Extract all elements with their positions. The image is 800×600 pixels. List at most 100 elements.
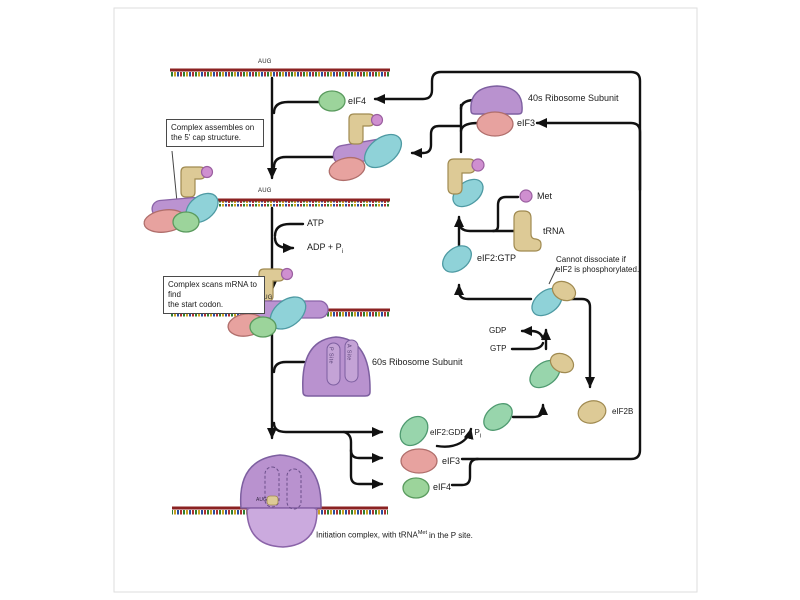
merge-gtp-in [510, 341, 545, 351]
arrow-release-eif2gdp [272, 421, 384, 437]
met-ball-free [519, 189, 533, 203]
p-site-slot [326, 342, 341, 386]
eif4-released-label: eIF4 [433, 482, 452, 492]
atp-label: ATP [307, 218, 324, 228]
eif3-released-label: eIF3 [442, 456, 461, 466]
eif3-blob [328, 156, 366, 182]
merge-atp [273, 222, 305, 238]
adp-pi-label: ADP + Pi [307, 243, 343, 255]
a-site-label: A Site [345, 344, 352, 361]
scanning-complex [227, 267, 329, 338]
pi-subscript: i [479, 433, 482, 440]
note-pointers [171, 150, 558, 535]
eif2gtp-eif2b-complex [531, 280, 577, 317]
eif2-gdp-base: eIF2:GDP + P [430, 428, 480, 437]
merge-60s [272, 360, 306, 374]
scan-note-line2: the start codon. [168, 300, 224, 309]
met-ball [200, 165, 214, 179]
ribosome-40s-label: 40s Ribosome Subunit [528, 93, 619, 103]
eif2b-blob [549, 352, 575, 374]
eif4-blob-released [402, 477, 430, 499]
merge-trna [457, 219, 517, 233]
phospho-note: Cannot dissociate if eIF2 is phosphoryla… [556, 255, 668, 275]
eif2b-label: eIF2B [612, 407, 634, 416]
a-site-slot [344, 339, 359, 383]
eif2b-blob-free [577, 400, 607, 424]
eif2-blob [363, 133, 403, 169]
aug-label-4: AUG [256, 497, 267, 503]
ternary-complex [447, 158, 485, 208]
trna-in-p-site [266, 495, 279, 506]
aug-label-2: AUG [258, 188, 272, 194]
arrow-eif2b-release [560, 297, 595, 389]
arrow-release-eif3 [342, 430, 384, 463]
p-site-dashed-slot [264, 466, 280, 508]
eif3-top-label: eIF3 [517, 118, 536, 128]
ribosome-60s-bottom [246, 507, 318, 548]
arrow-eif2gdp-move [435, 427, 474, 448]
mrna-strand-2 [206, 198, 390, 207]
eif2-gtp-blob [442, 245, 472, 273]
eif2-gtp-label: eIF2:GTP [477, 253, 517, 263]
eif4-blob [172, 211, 200, 233]
p-site-label: P Site [327, 347, 334, 364]
scan-note-line1: Complex scans mRNA to find [168, 280, 257, 299]
eif4-blob-top [318, 90, 346, 112]
loop-eif4-return [373, 70, 642, 461]
ribosome-60s-shape [302, 336, 371, 397]
aug-label-1: AUG [258, 59, 272, 65]
figure-border [113, 7, 698, 593]
gdp-label: GDP [489, 326, 507, 335]
met-ball [471, 158, 485, 172]
trna-label: tRNA [543, 226, 565, 236]
aug-label-3: AUG [259, 295, 273, 301]
phospho-note-line2: eIF2 is phosphorylated. [556, 265, 640, 274]
pointer-assemble-note [171, 150, 178, 203]
arrow-into-eif2b-complex [511, 403, 548, 419]
flow-arrows [267, 70, 642, 489]
init-label-pre: Initiation complex, with tRNA [316, 530, 418, 540]
mrna-strand-1 [170, 68, 390, 77]
init-label-post: in the P site. [429, 530, 473, 540]
phospho-note-line1: Cannot dissociate if [556, 255, 626, 264]
ribosome-60s-label: 60s Ribosome Subunit [372, 357, 463, 367]
met-label: Met [537, 191, 553, 201]
merge-eif3-top [459, 121, 480, 133]
a-site-dashed-slot [286, 468, 302, 510]
trna-shape [348, 113, 375, 145]
arrow-release-eif4 [349, 448, 384, 489]
eif2gdp-eif2b-complex [529, 352, 575, 389]
eif2-gdp-pi-label: eIF2:GDP + Pi [430, 429, 481, 440]
merge-40s [459, 98, 475, 111]
arrow-eif3-return [535, 118, 642, 192]
arrow-gdp-out [520, 326, 545, 341]
eif4-blob [249, 316, 277, 338]
assemble-note-line2: the 5' cap structure. [171, 133, 242, 142]
merge-eif4-top [272, 100, 323, 115]
initiation-complex-shape [239, 454, 322, 548]
adp-base: ADP + P [307, 242, 342, 252]
gtp-label: GTP [490, 344, 507, 353]
ribosome-40s-shape [470, 85, 523, 115]
eif3-blob-released [400, 448, 438, 474]
init-label-sup: Met [417, 530, 427, 536]
merge-43s-complex [272, 155, 340, 169]
arrow-adp-out [273, 236, 295, 253]
arrow-eif2gtp-release [454, 283, 533, 301]
eif2-gdp-blob-2 [483, 403, 513, 431]
trna-shape-free [513, 210, 542, 252]
met-ball [370, 113, 384, 127]
pi-subscript-2: i [341, 248, 343, 255]
ribosome-40s-top [239, 454, 322, 509]
eif2-gdp-blob-1 [399, 415, 429, 447]
assemble-note: Complex assembles on the 5' cap structur… [166, 119, 264, 147]
arrow-to-43s-complex [410, 124, 463, 158]
eif4-top-label: eIF4 [348, 96, 367, 106]
eif2b-blob [551, 280, 577, 302]
assemble-note-line1: Complex assembles on [171, 123, 255, 132]
preinitiation-43s-complex [328, 113, 403, 182]
pointer-phospho-note [548, 266, 558, 285]
